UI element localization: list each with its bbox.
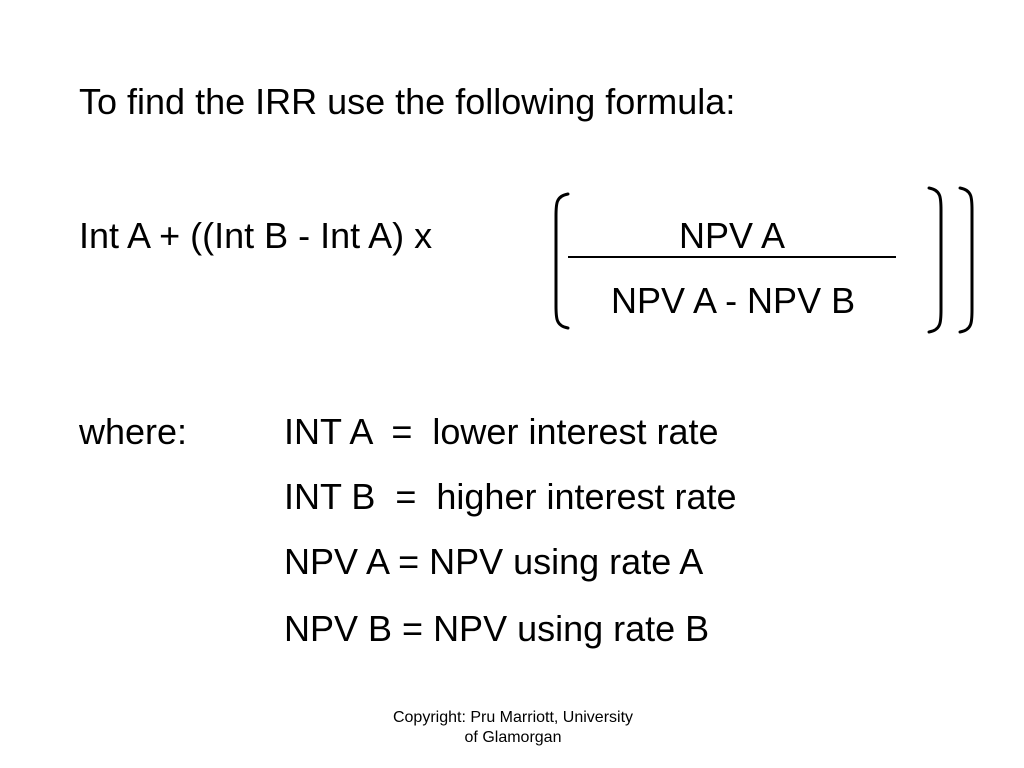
where-label: where: (79, 411, 188, 452)
left-brace-icon (554, 192, 570, 330)
formula-prefix: Int A + ((Int B - Int A) x (79, 215, 433, 256)
fraction-bar (568, 256, 896, 258)
fraction-numerator: NPV A (678, 215, 786, 256)
intro-text: To find the IRR use the following formul… (79, 81, 736, 122)
definition-item: NPV A = NPV using rate A (284, 541, 704, 582)
definition-item: NPV B = NPV using rate B (284, 608, 710, 649)
right-brace-icon (927, 186, 943, 334)
definition-item: INT A = lower interest rate (284, 411, 719, 452)
right-brace-icon (958, 186, 974, 334)
definition-item: INT B = higher interest rate (284, 476, 737, 517)
fraction-denominator: NPV A - NPV B (611, 280, 856, 321)
copyright-footer: Copyright: Pru Marriott, University of G… (392, 709, 634, 746)
